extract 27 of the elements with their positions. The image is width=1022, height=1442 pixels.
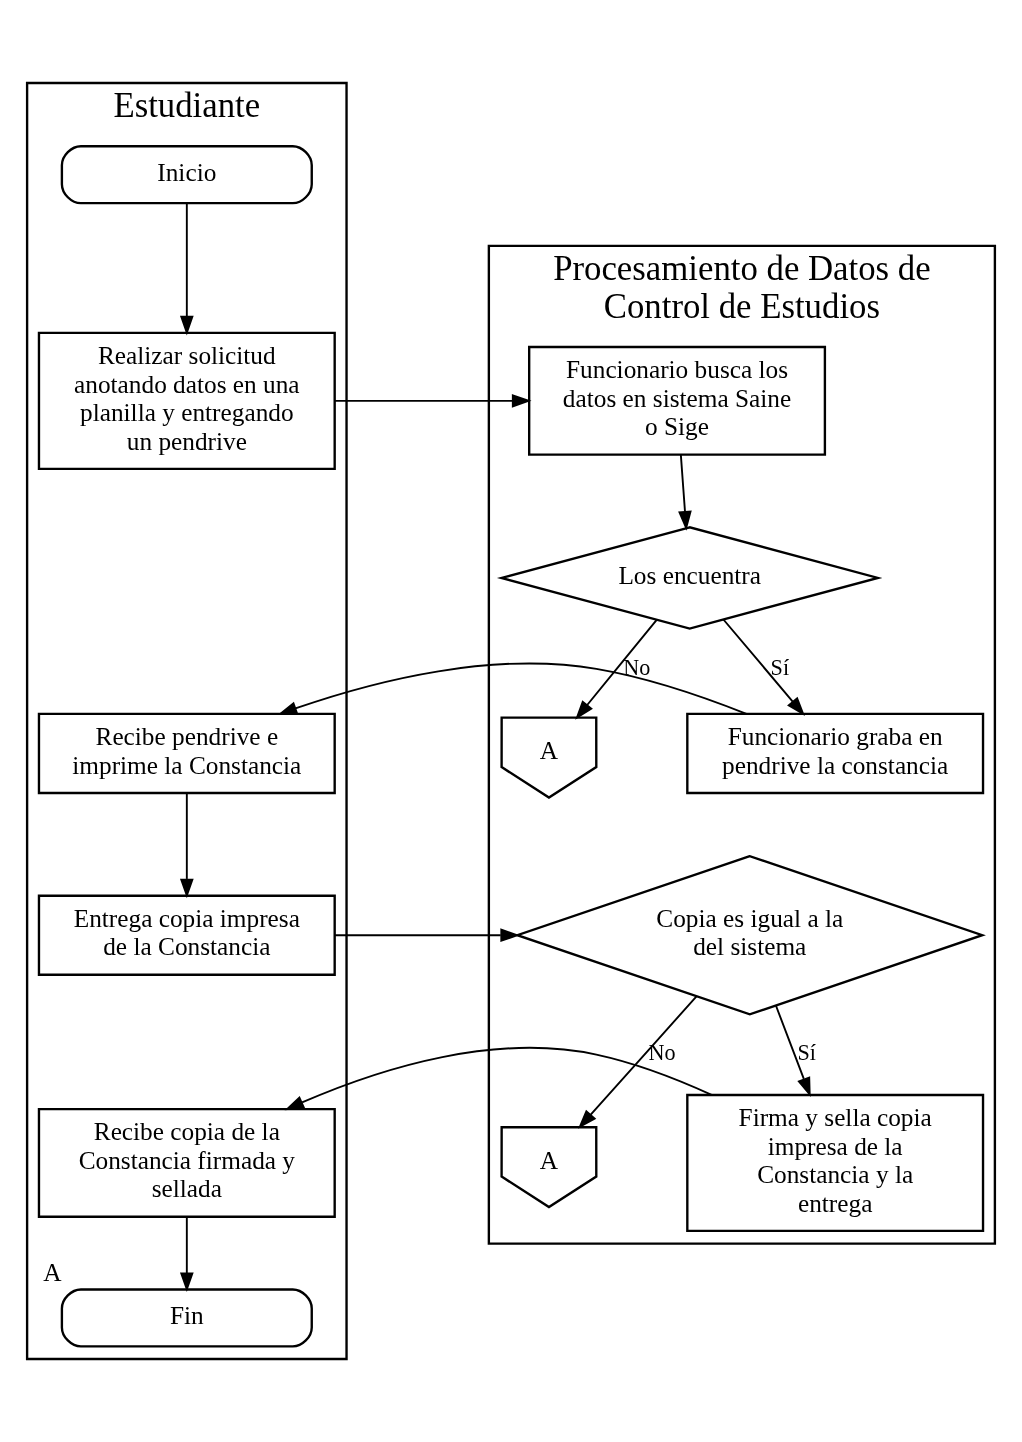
edge-label: No — [648, 1040, 676, 1066]
arrow — [575, 618, 658, 720]
edge-label: Sí — [770, 654, 790, 680]
arrow — [722, 618, 805, 717]
arrow — [578, 995, 698, 1129]
node-box: Funcionario graba en pendrive la constancia — [686, 712, 985, 795]
arrow — [179, 202, 194, 336]
node-diamond: Los encuentra — [496, 526, 883, 630]
node-box: Funcionario busca los datos en sistema Saine o Sige — [528, 345, 827, 456]
edge-label: No — [623, 654, 651, 680]
edge-label: Sí — [797, 1040, 816, 1066]
node-box: Firma y sella copia impresa de la Constancia y la entrega — [686, 1093, 985, 1233]
arrow — [775, 1005, 811, 1097]
node-box: Recibe pendrive e imprime la Constancia — [37, 712, 336, 795]
arrow — [179, 1215, 194, 1293]
arrow — [678, 453, 692, 531]
node-box: Inicio — [60, 145, 313, 205]
arrow — [284, 1047, 713, 1111]
arrow — [333, 928, 520, 943]
arrow — [333, 393, 532, 408]
node-label: A — [43, 1258, 62, 1287]
node-box: Realizar solicitud anotando datos en una planilla y entregando un pendrive — [37, 331, 336, 470]
arrow — [277, 662, 748, 715]
node-box: Recibe copia de la Constancia firmada y sellada — [37, 1108, 336, 1218]
arrow — [179, 792, 194, 899]
node-box: Fin — [60, 1288, 313, 1348]
node-box: Entrega copia impresa de la Constancia — [37, 894, 336, 976]
